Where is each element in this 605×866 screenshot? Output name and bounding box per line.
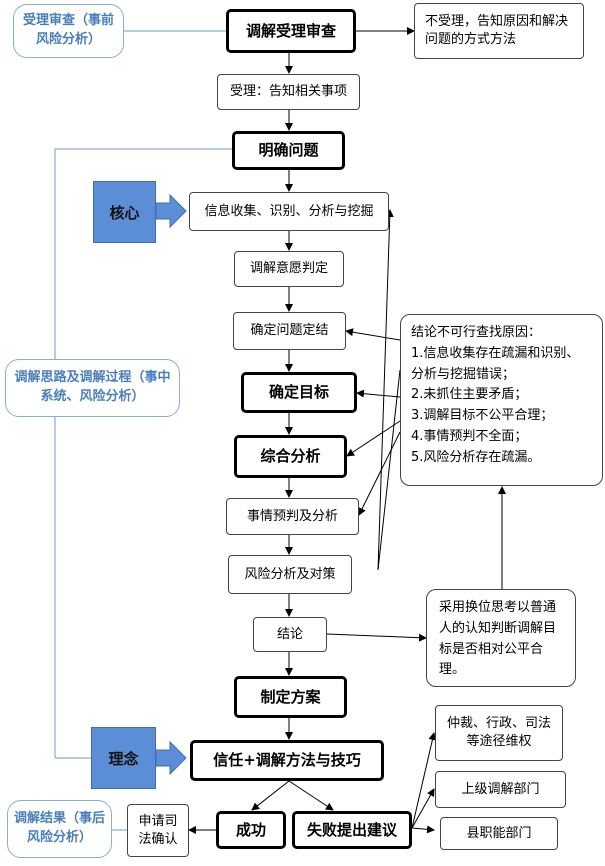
success-step: 成功 xyxy=(216,811,286,849)
reasons-title: 结论不可行查找原因： xyxy=(411,325,542,340)
arbitration-option: 仲裁、行政、司法等途径维权 xyxy=(435,705,563,761)
willingness-step: 调解意愿判定 xyxy=(234,251,344,287)
nature-step: 确定问题定结 xyxy=(233,312,346,350)
connector-reasons-risk xyxy=(377,369,401,571)
arrow-fail-arbitration xyxy=(411,732,437,829)
forecast-step: 事情预判及分析 xyxy=(226,498,359,535)
arrow-back-goal xyxy=(356,389,401,398)
reason-item: 5.风险分析存在疏漏。 xyxy=(411,449,541,465)
arrow-fail-higher xyxy=(411,788,435,829)
perspective-note: 采用换位思考以普通人的认知判断调解目标是否相对公平合理。 xyxy=(426,589,576,687)
arrow-back-collect xyxy=(377,209,394,571)
connector-process-bracket xyxy=(54,148,232,758)
collect-step: 信息收集、识别、分析与挖掘 xyxy=(189,192,389,231)
arrow-conclusion-perspective xyxy=(326,633,427,642)
clarify-step: 明确问题 xyxy=(232,131,345,170)
result-note: 调解结果（事后风险分析） xyxy=(7,800,112,858)
judicial-step: 申请司法确认 xyxy=(127,804,189,857)
reason-item: 4.事情预判不全面； xyxy=(411,428,528,444)
reason-item: 1.信息收集存在疏漏和识别、分析与挖掘错误； xyxy=(411,345,580,382)
reason-item: 3.调解目标不公平合理； xyxy=(411,408,554,424)
arrow-trust-success xyxy=(251,780,290,811)
arrow-back-nature xyxy=(345,328,401,341)
process-note: 调解思路及调解过程（事中系统、风险分析） xyxy=(5,359,180,417)
reject-note: 不受理，告知原因和解决问题的方式方法 xyxy=(414,3,584,59)
conclusion-step: 结论 xyxy=(253,617,327,652)
core-label: 核心 xyxy=(93,181,156,243)
goal-step: 确定目标 xyxy=(241,372,357,413)
county-option: 县职能部门 xyxy=(440,817,558,850)
reason-item: 2.未抓住主要矛盾； xyxy=(411,387,528,403)
concept-label: 理念 xyxy=(91,727,156,789)
reasons-note: 结论不可行查找原因： 1.信息收集存在疏漏和识别、分析与挖掘错误； 2.未抓住主… xyxy=(400,314,603,486)
arrow-back-comprehensive xyxy=(346,420,401,457)
plan-step: 制定方案 xyxy=(234,676,347,718)
arrow-back-forecast xyxy=(358,431,401,516)
comprehensive-step: 综合分析 xyxy=(234,435,347,478)
accept-review-step: 调解受理审查 xyxy=(226,9,356,53)
core-arrow-icon xyxy=(155,193,187,229)
pre-review-note: 受理审查（事前风险分析） xyxy=(13,4,124,58)
risk-step: 风险分析及对策 xyxy=(228,555,352,594)
arrow-trust-fail xyxy=(288,780,334,811)
arrow-fail-county xyxy=(411,825,435,834)
concept-arrow-icon xyxy=(155,740,187,776)
higher-option: 上级调解部门 xyxy=(435,771,566,808)
fail-step: 失败提出建议 xyxy=(292,811,412,849)
accept-step: 受理：告知相关事项 xyxy=(217,74,360,110)
trust-step: 信任+调解方法与技巧 xyxy=(190,740,384,781)
